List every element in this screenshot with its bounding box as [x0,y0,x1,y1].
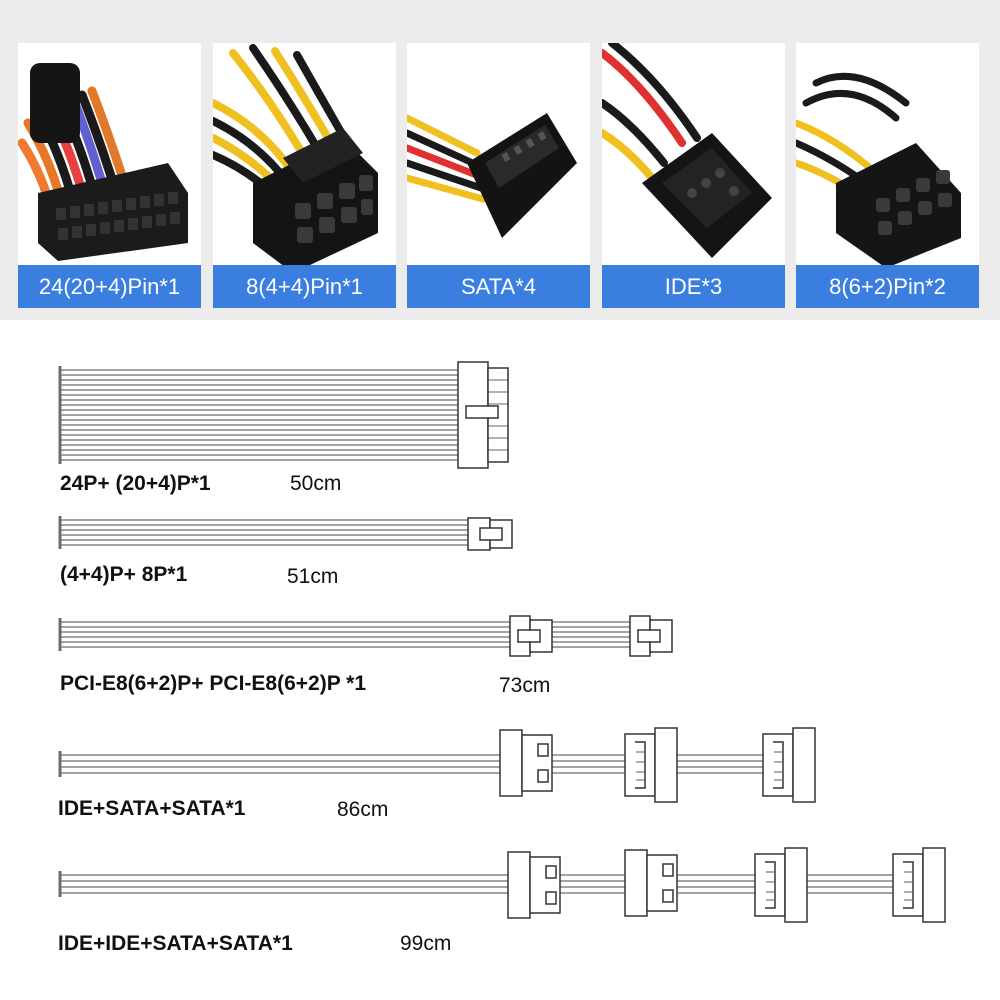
cable-name-1: 24P+ (20+4)P*1 [60,472,211,495]
pcie-8pin-plug-2 [629,615,673,657]
cable-24pin-ribbon [58,366,460,464]
cable-length-2: 51cm [287,565,339,588]
connector-label: IDE*3 [602,265,785,308]
atx-24pin-plug [457,361,509,469]
cable-length-3: 73cm [499,674,551,697]
eps-8pin-plug [467,517,513,551]
sata-plug-4 [892,847,946,923]
connector-label: SATA*4 [407,265,590,308]
molex-plug-2 [624,849,678,917]
cable-length-4: 86cm [337,798,389,821]
cable-name-5: IDE+IDE+SATA+SATA*1 [58,932,293,955]
cable-length-1: 50cm [290,472,342,495]
connector-gallery: 24(20+4)Pin*1 8(4+4)Pin*1 [0,0,1000,320]
cable-length-5: 99cm [400,932,452,955]
cable-name-3: PCI-E8(6+2)P+ PCI-E8(6+2)P *1 [60,672,367,695]
cable-name-4: IDE+SATA+SATA*1 [58,797,246,820]
cable-ide-sata-ribbon [58,751,790,777]
pcie-8pin-connector-icon [796,72,961,265]
atx-24pin-connector-icon [18,63,188,261]
molex-plug [499,729,553,797]
connector-card-8pin-eps: 8(4+4)Pin*1 [213,43,396,308]
connector-card-24pin: 24(20+4)Pin*1 [18,43,201,308]
connector-label: 8(4+4)Pin*1 [213,265,396,308]
connector-card-pcie: 8(6+2)Pin*2 [796,43,979,308]
sata-plug-1 [624,727,678,803]
molex-plug-1 [507,851,561,919]
cable-pcie-ribbon [58,618,640,651]
sata-connector-icon [407,113,577,238]
cable-8pin-ribbon [58,516,470,549]
eps-8pin-connector-icon [213,44,378,265]
pcie-8pin-plug-1 [509,615,553,657]
cable-diagram [58,361,946,923]
connector-label: 24(20+4)Pin*1 [18,265,201,308]
sata-plug-3 [754,847,808,923]
connector-card-sata: SATA*4 [407,43,590,308]
connector-label: 8(6+2)Pin*2 [796,265,979,308]
connector-card-ide: IDE*3 [602,43,785,308]
cable-name-2: (4+4)P+ 8P*1 [60,563,188,586]
sata-plug-2 [762,727,816,803]
molex-ide-connector-icon [602,43,772,258]
